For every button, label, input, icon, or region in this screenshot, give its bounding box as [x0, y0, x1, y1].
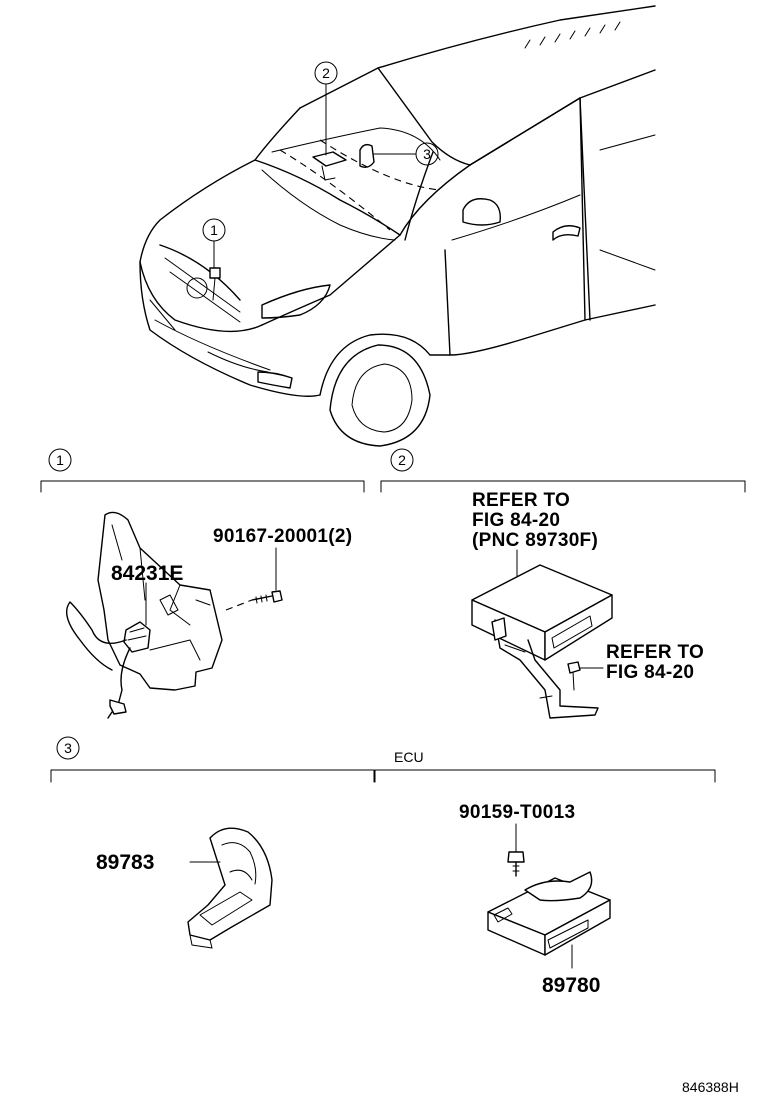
section-1: 1 90167-20001(2) 84231E: [40, 448, 365, 719]
section-badge-2: 2: [398, 452, 406, 468]
section-badge-1: 1: [56, 452, 64, 468]
refer-note-2-line-1: REFER TO: [606, 642, 704, 663]
svg-text:1: 1: [210, 222, 218, 238]
refer-note-2-line-2: FIG 84-20: [606, 662, 694, 683]
section-badge-3: 3: [64, 740, 72, 756]
part-number-sensor-84231e: 84231E: [111, 562, 183, 585]
callout-3: 3: [373, 142, 439, 166]
illustration-code: 846388H: [682, 1079, 739, 1095]
part-number-bolt-90159: 90159-T0013: [459, 802, 575, 823]
vehicle-illustration: [139, 5, 656, 447]
section-2: 2 REFER TO FIG 84-20 (PNC 89730F) REFER …: [380, 448, 746, 719]
svg-text:2: 2: [322, 65, 330, 81]
refer-note-1-line-1: REFER TO: [472, 490, 570, 511]
refer-note-1-line-2: FIG 84-20: [472, 510, 560, 531]
svg-text:3: 3: [423, 146, 431, 162]
section-3: 3 89783: [50, 736, 375, 949]
section-ecu: ECU 90159-T0013 89780: [374, 749, 716, 997]
part-number-bolt-90167: 90167-20001(2): [213, 526, 352, 547]
callout-2: 2: [314, 61, 338, 156]
section-title-ecu: ECU: [394, 749, 424, 765]
part-number-ecu-89780: 89780: [542, 974, 600, 997]
part-number-bracket-89783: 89783: [96, 851, 154, 874]
callout-1: 1: [202, 218, 226, 269]
refer-note-1-line-3: (PNC 89730F): [472, 530, 598, 551]
